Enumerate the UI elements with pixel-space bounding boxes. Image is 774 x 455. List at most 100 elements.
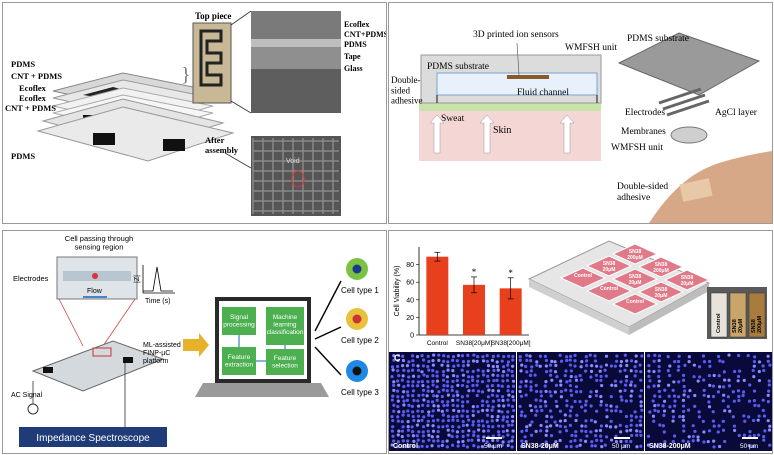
nucleus <box>481 373 486 377</box>
nucleus <box>440 400 445 404</box>
nucleus <box>605 415 609 419</box>
nucleus <box>520 363 524 367</box>
nucleus <box>506 384 510 389</box>
nucleus <box>603 368 607 372</box>
nucleus <box>550 415 554 419</box>
assembly-arrow <box>224 152 252 169</box>
nucleus <box>491 405 495 409</box>
nucleus <box>421 434 425 438</box>
nucleus <box>677 354 681 358</box>
nucleus <box>495 364 500 369</box>
label-flow: Flow <box>87 288 103 295</box>
nucleus <box>666 383 671 387</box>
nucleus <box>519 369 523 373</box>
nucleus <box>497 409 501 413</box>
nucleus <box>501 435 505 439</box>
nucleus <box>476 410 480 414</box>
nucleus <box>431 363 435 367</box>
nucleus <box>584 355 588 359</box>
nucleus <box>519 413 523 418</box>
nucleus <box>401 439 405 443</box>
label-sem-glass: Glass <box>344 64 363 73</box>
nucleus <box>505 420 509 424</box>
nucleus <box>420 418 424 422</box>
signal-peak <box>143 266 173 292</box>
nucleus <box>610 383 614 387</box>
nucleus <box>534 405 538 409</box>
nucleus <box>482 429 486 433</box>
nucleus <box>450 385 454 389</box>
well <box>637 281 685 303</box>
sem-band-1 <box>251 11 341 39</box>
nucleus <box>475 359 479 363</box>
nucleus <box>589 375 593 379</box>
nucleus <box>446 418 451 423</box>
nucleus <box>666 369 670 373</box>
nucleus <box>406 393 410 398</box>
well-label: 20μM <box>681 281 694 287</box>
nucleus <box>416 438 420 442</box>
nucleus <box>420 380 424 384</box>
top-piece-pattern <box>199 29 223 87</box>
nucleus <box>752 359 757 364</box>
nucleus <box>518 355 522 359</box>
nucleus <box>421 364 426 368</box>
nucleus <box>619 430 623 434</box>
adhesive-patch <box>679 178 713 202</box>
nucleus <box>767 428 772 432</box>
nucleus <box>544 370 549 374</box>
nucleus <box>441 373 446 377</box>
nucleus <box>766 354 770 358</box>
nucleus <box>575 413 579 417</box>
nucleus <box>673 359 677 364</box>
nucleus <box>721 360 725 364</box>
significance-star: * <box>508 268 513 278</box>
nucleus <box>505 378 510 383</box>
nucleus <box>401 395 405 399</box>
well-label: Control <box>600 286 618 292</box>
nucleus <box>411 434 415 438</box>
nucleus <box>672 380 676 384</box>
nucleus <box>590 363 594 368</box>
nucleus <box>614 425 618 429</box>
nucleus <box>625 359 629 363</box>
nucleus <box>723 439 727 444</box>
nucleus <box>502 370 506 374</box>
nucleus <box>604 403 609 407</box>
text-line: FINP-µC <box>143 350 170 357</box>
nucleus <box>657 374 661 379</box>
nucleus <box>431 368 435 373</box>
nucleus <box>519 380 523 384</box>
nucleus <box>445 445 449 449</box>
nucleus <box>486 395 491 399</box>
nucleus <box>662 444 666 448</box>
nucleus <box>620 398 624 402</box>
cell-dot <box>92 273 98 279</box>
nucleus <box>406 413 411 418</box>
nucleus <box>401 444 405 449</box>
nucleus <box>491 438 495 443</box>
nucleus <box>501 418 505 422</box>
x-tick-label: Control <box>427 340 449 347</box>
nucleus <box>451 398 455 402</box>
nucleus <box>544 358 549 363</box>
nucleus <box>613 379 618 383</box>
nucleus <box>653 394 657 398</box>
nucleus <box>625 363 629 368</box>
nucleus <box>417 393 421 398</box>
nucleus <box>497 433 501 437</box>
nucleus <box>445 375 450 379</box>
pad-3 <box>93 133 115 145</box>
nucleus <box>396 415 400 419</box>
nucleus <box>471 420 475 424</box>
zoom-line-1 <box>230 10 252 26</box>
nucleus <box>407 403 411 407</box>
nucleus <box>682 409 686 414</box>
nucleus <box>580 360 584 364</box>
cell-type-1-nucleus <box>352 264 362 274</box>
nucleus <box>657 354 662 358</box>
nucleus <box>539 423 543 428</box>
ion-sensor-2 <box>519 75 549 79</box>
nucleus <box>412 439 416 443</box>
